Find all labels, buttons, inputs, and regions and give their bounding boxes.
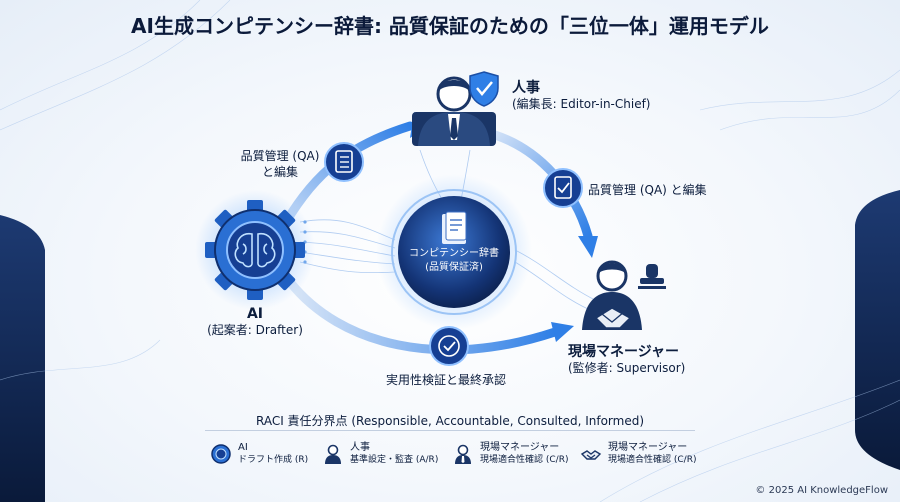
ai-label: AI (起案者: Drafter) [200,306,310,338]
center-ring [391,189,517,315]
raci-manager2-name: 現場マネージャー [608,442,688,453]
ai-role: (起案者: Drafter) [207,323,303,337]
checklist-icon [324,142,364,182]
raci-item-manager-2: 現場マネージャー 現場適合性確認 (C/R) [580,442,696,466]
manager-name: 現場マネージャー [568,344,680,360]
hr-person-icon [412,76,496,146]
raci-hr-name: 人事 [350,442,370,453]
shield-icon [469,71,499,107]
stamp-icon [638,264,666,289]
edge-ai-manager-label: 実用性検証と最終承認 [386,373,507,387]
center-circle [398,196,510,308]
gear-brain-icon [211,444,231,464]
edge-ai-hr-line1: 品質管理 (QA) [240,149,320,163]
manager-handshake-icon [582,260,642,330]
check-circle-icon [429,326,469,366]
edge-ai-hr-label: 品質管理 (QA) と編集 [238,148,322,180]
raci-ai-desc: ドラフト作成 (R) [238,455,309,465]
document-icon [442,211,467,244]
arrow-ai-to-manager [285,277,560,355]
arrow-ai-to-manager-head [551,322,574,342]
ai-name: AI [246,306,264,322]
raci-manager-name: 現場マネージャー [480,442,560,453]
raci-ai-name: AI [238,442,248,453]
raci-manager2-desc: 現場適合性確認 (C/R) [608,455,697,465]
hr-name: 人事 [512,80,540,96]
person-icon [325,444,341,464]
center-label: コンピテンシー辞書 (品質保証済) [398,247,510,275]
manager-icon [455,444,471,464]
brain-icon [234,232,276,268]
handshake-icon [580,450,602,460]
edge-ai-hr-line2: と編集 [261,165,298,179]
raci-title: RACI 責任分界点 (Responsible, Accountable, Co… [255,414,645,428]
arrow-hr-to-manager-head [578,236,598,258]
left-dark-panel [0,215,45,502]
hr-role: (編集長: Editor-in-Chief) [512,97,651,111]
copyright: © 2025 AI KnowledgeFlow [755,485,888,496]
center-line1: コンピテンシー辞書 [409,248,499,259]
gear-icon [205,200,305,300]
raci-manager-desc: 現場適合性確認 (C/R) [480,455,569,465]
raci-item-manager: 現場マネージャー 現場適合性確認 (C/R) [452,442,568,466]
manager-label: 現場マネージャー (監修者: Supervisor) [568,344,685,376]
raci-hr-desc: 基準設定・監査 (A/R) [350,455,439,465]
raci-item-hr: 人事 基準設定・監査 (A/R) [322,442,438,466]
center-line2: (品質保証済) [425,262,483,273]
right-dark-panel [855,190,900,470]
clipboard-check-icon [543,168,583,208]
raci-item-ai: AI ドラフト作成 (R) [210,442,308,466]
edge-hr-manager-label: 品質管理 (QA) と編集 [588,183,707,197]
hr-label: 人事 (編集長: Editor-in-Chief) [512,80,651,112]
page-title: AI生成コンピテンシー辞書: 品質保証のための「三位一体」運用モデル [131,14,769,38]
raci-divider [205,430,695,431]
manager-role: (監修者: Supervisor) [568,361,686,375]
